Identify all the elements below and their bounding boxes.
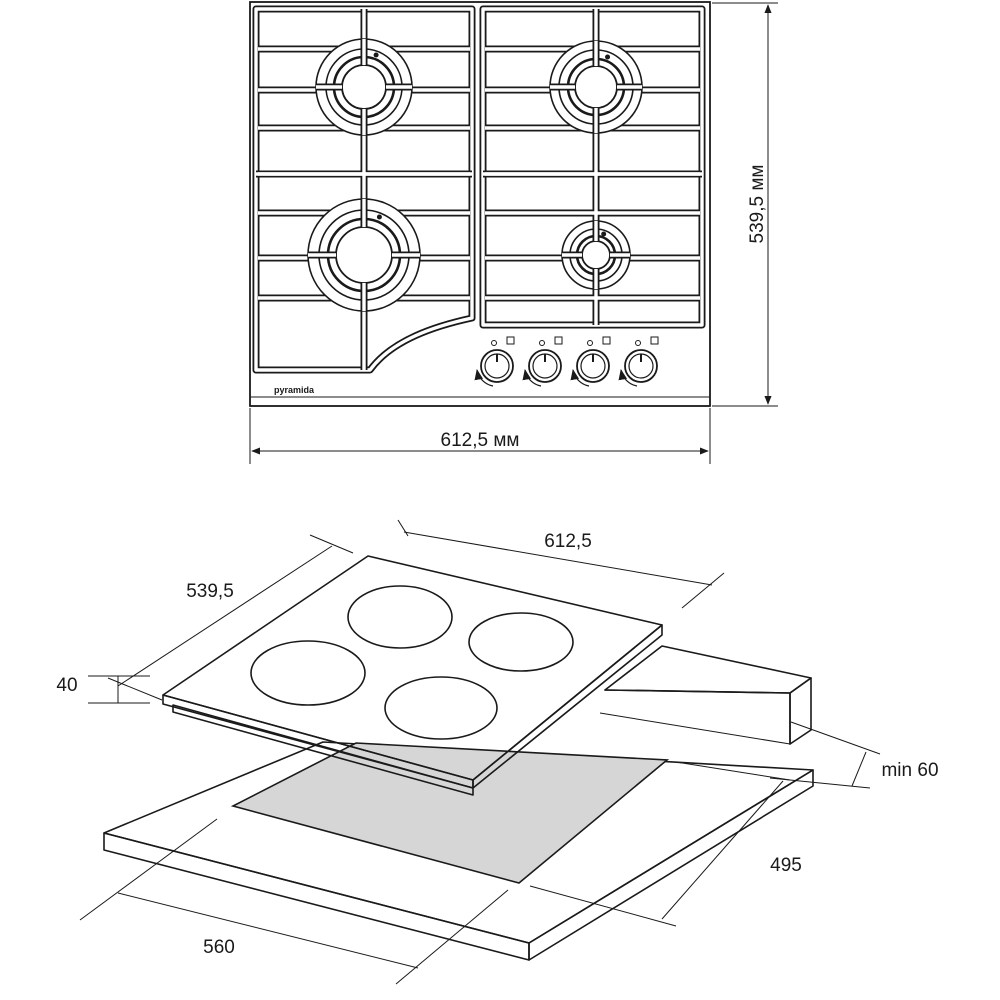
rear-rail-top xyxy=(604,645,812,694)
hotplate-front-left xyxy=(250,640,366,706)
knob-4[interactable] xyxy=(618,336,659,387)
burner-front-left xyxy=(307,198,421,312)
pan-support-grates xyxy=(252,5,706,374)
cutout-depth-label: 495 xyxy=(770,855,802,876)
height-dimension-label: 539,5 мм xyxy=(747,165,768,244)
hob-base-front xyxy=(172,704,474,796)
brand-logo-text: pyramida xyxy=(274,385,315,395)
rear-rail-side xyxy=(789,677,812,745)
control-knobs xyxy=(474,336,659,387)
install-depth-label: 539,5 xyxy=(186,581,234,602)
min-gap-label: min 60 xyxy=(881,760,938,781)
knob-1[interactable] xyxy=(474,336,515,387)
burners xyxy=(307,38,643,312)
hotplate-rear-left xyxy=(347,585,453,649)
install-depth-dimension-line xyxy=(117,545,333,687)
min-gap-dimension-line xyxy=(851,751,867,787)
burner-rear-right xyxy=(549,40,643,134)
width-dimension-label: 612,5 мм xyxy=(441,430,520,451)
install-width-label: 612,5 xyxy=(544,531,592,552)
burner-rear-left xyxy=(315,38,413,136)
cutout-width-label: 560 xyxy=(203,937,235,958)
install-height-label: 40 xyxy=(56,675,77,696)
countertop-cutout xyxy=(230,742,670,884)
installation-view: 612,5 539,5 40 min 60 495 560 xyxy=(56,519,939,985)
hotplate-rear-right xyxy=(468,612,574,672)
install-width-dimension-line xyxy=(403,531,713,586)
grate-bars xyxy=(256,9,702,370)
cutout-width-dimension-line xyxy=(117,892,419,969)
hob-glass-side xyxy=(472,624,663,789)
hotplate-front-right xyxy=(384,676,498,740)
hob-top-view: pyramida 612,5 мм 539,5 мм xyxy=(249,1,778,464)
knob-2[interactable] xyxy=(522,336,563,387)
burner-front-right xyxy=(561,220,631,290)
cutout-depth-dimension-line xyxy=(661,780,784,920)
countertop-side-face xyxy=(528,769,814,961)
knob-3[interactable] xyxy=(570,336,611,387)
